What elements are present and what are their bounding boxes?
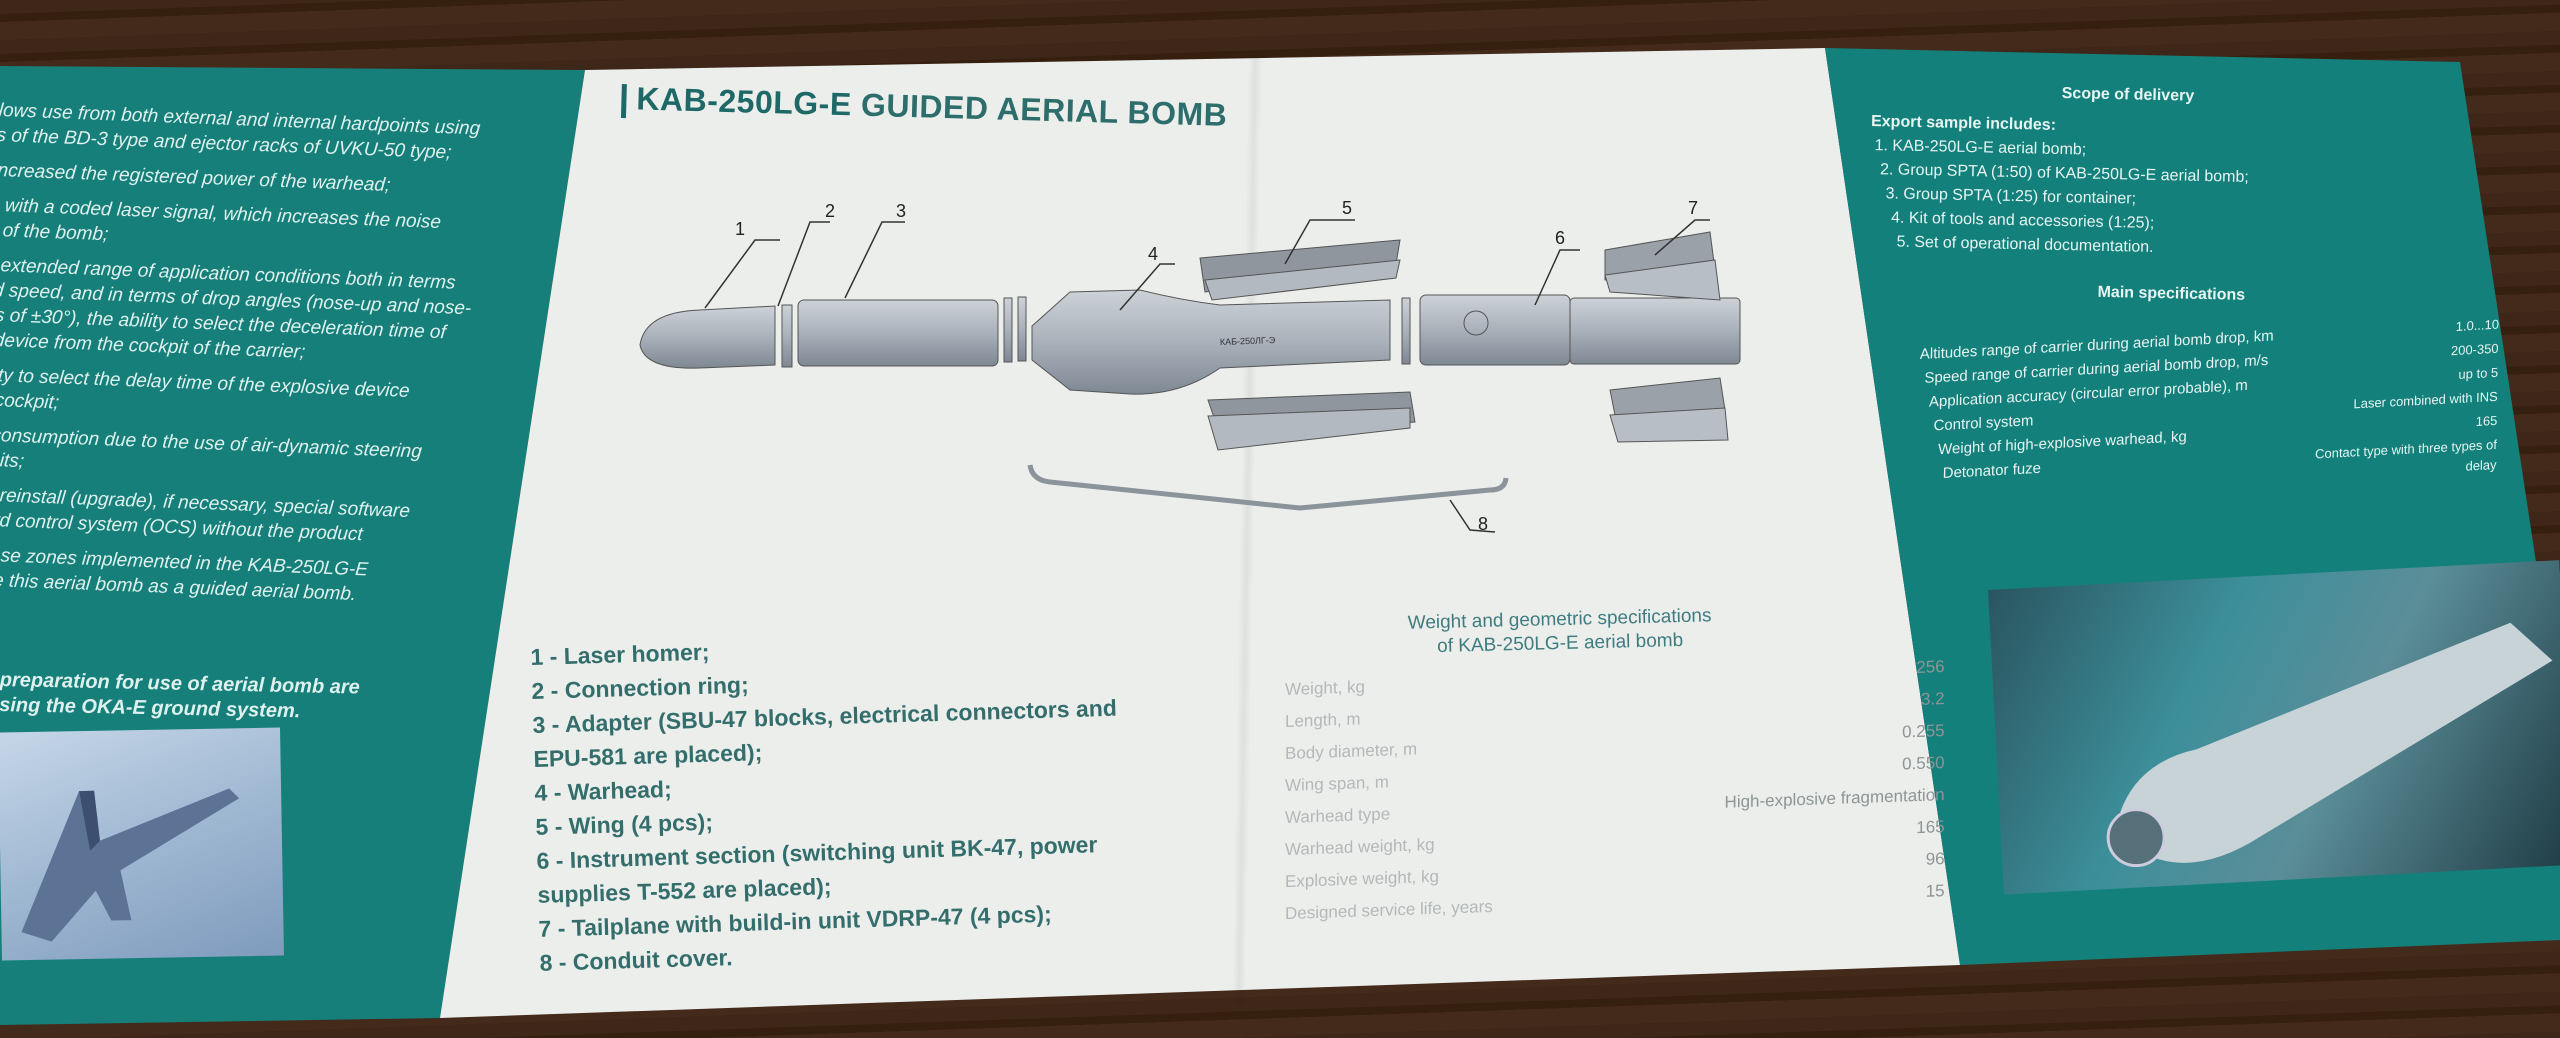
main-spec-value: 200-350 bbox=[2450, 340, 2499, 359]
jet-icon bbox=[21, 788, 240, 942]
feature-paragraph: release zones implemented in the KAB-250… bbox=[0, 542, 448, 611]
left-panel-features: lows use from both external and internal… bbox=[0, 98, 489, 620]
spec-label: Length, m bbox=[1285, 709, 1361, 732]
callout-6: 6 bbox=[1555, 228, 1565, 248]
spec-label: Warhead type bbox=[1285, 804, 1391, 828]
connection-ring bbox=[781, 304, 793, 368]
callout-7: 7 bbox=[1688, 198, 1698, 218]
callout-3: 3 bbox=[896, 201, 906, 221]
spec-value: 96 bbox=[1925, 849, 1945, 869]
callout-4: 4 bbox=[1148, 244, 1158, 264]
left-panel-footer: preparation for use of aerial bomb are s… bbox=[0, 668, 360, 726]
main-spec-value: up to 5 bbox=[2458, 364, 2499, 382]
spec-value: 3.2 bbox=[1920, 688, 1945, 709]
feature-paragraph: y to reinstall (upgrade), if necessary, … bbox=[0, 482, 454, 551]
spec-value: 15 bbox=[1925, 881, 1945, 901]
component-legend: 1 - Laser homer;2 - Connection ring;3 - … bbox=[530, 623, 1124, 980]
spec-label: Wing span, m bbox=[1285, 772, 1389, 796]
exploded-bomb-diagram: КАБ-250ЛГ-Э 1 2 3 4 5 6 7 8 bbox=[639, 198, 1741, 534]
conduit-cover bbox=[1027, 464, 1509, 511]
wing-top bbox=[1199, 239, 1401, 301]
feature-paragraph: bility to select the delay time of the e… bbox=[0, 362, 465, 431]
wing-bottom bbox=[1207, 391, 1416, 451]
spec-label: Warhead weight, kg bbox=[1285, 834, 1435, 860]
laser-homer bbox=[639, 305, 776, 369]
title-accent-bar bbox=[620, 83, 627, 118]
warhead: КАБ-250ЛГ-Э bbox=[1031, 289, 1391, 395]
spec-value: 165 bbox=[1916, 817, 1945, 838]
spec-value: 0.550 bbox=[1902, 753, 1945, 774]
tailplanes bbox=[1604, 231, 1729, 443]
title-model: KAB-250LG-E bbox=[635, 80, 853, 123]
bomb-photo-icon bbox=[2106, 622, 2553, 868]
main-spec-value: 1.0...10 bbox=[2455, 316, 2500, 334]
bomb-marking: КАБ-250ЛГ-Э bbox=[1220, 335, 1276, 347]
callout-5: 5 bbox=[1342, 198, 1352, 218]
callout-numbers: 1 2 3 4 5 6 7 8 bbox=[735, 198, 1698, 534]
feature-paragraph: s with a coded laser signal, which incre… bbox=[0, 193, 480, 262]
callout-1: 1 bbox=[735, 219, 745, 239]
adapter bbox=[797, 296, 1027, 367]
spec-label: Body diameter, m bbox=[1285, 739, 1418, 764]
instrument-section bbox=[1419, 294, 1571, 366]
spec-table-title: Weight and geometric specifications of K… bbox=[1407, 604, 1712, 659]
callout-2: 2 bbox=[825, 201, 835, 221]
spec-value: 0.255 bbox=[1902, 721, 1945, 742]
tail-section bbox=[1569, 297, 1741, 365]
main-spec-table: Altitudes range of carrier during aerial… bbox=[1917, 315, 2499, 506]
main-spec-label: Control system bbox=[1933, 412, 2034, 435]
export-list: 1. KAB-250LG-E aerial bomb;2. Group SPTA… bbox=[1868, 134, 2249, 262]
spec-value: 256 bbox=[1916, 656, 1945, 677]
fighter-jet-photo bbox=[0, 727, 284, 961]
right-panel-scope: Scope of delivery Export sample includes… bbox=[1867, 78, 2250, 308]
main-spec-value: 165 bbox=[2475, 412, 2498, 430]
main-spec-label: Detonator fuze bbox=[1942, 459, 2042, 483]
section-ring bbox=[1401, 297, 1411, 365]
callout-lines bbox=[704, 219, 1710, 533]
spec-label: Weight, kg bbox=[1285, 677, 1365, 700]
feature-paragraph: n extended range of application conditio… bbox=[0, 253, 475, 371]
spec-label: Explosive weight, kg bbox=[1285, 866, 1439, 892]
feature-paragraph: er consumption due to the use of air-dyn… bbox=[0, 422, 459, 491]
callout-8: 8 bbox=[1478, 514, 1488, 534]
bomb-on-pylon-photo bbox=[1988, 560, 2560, 895]
